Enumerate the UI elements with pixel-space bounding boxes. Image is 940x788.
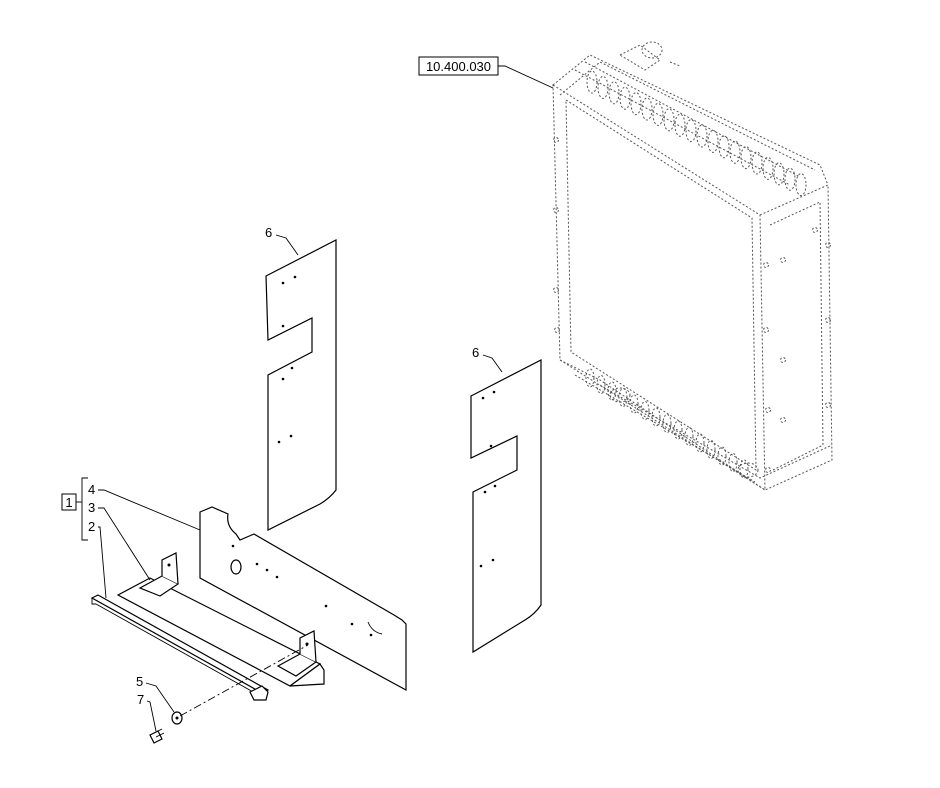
rubber-strip (90, 594, 270, 701)
fin-bump (674, 113, 686, 137)
fin-bump (608, 81, 620, 105)
fin-bump (695, 433, 705, 453)
fin-bump (663, 108, 675, 132)
bolt-head (554, 327, 560, 333)
item-number: 4 (88, 482, 95, 497)
screw (149, 728, 165, 744)
fin-bump (784, 167, 796, 191)
fin-bump (707, 129, 719, 153)
callout-6-right[interactable]: 6 (472, 345, 503, 373)
fin-bump (684, 427, 694, 446)
fin-bump (762, 156, 774, 180)
fin-bump (630, 92, 642, 116)
washer (171, 711, 183, 725)
fin-bump (685, 119, 697, 143)
bolt-head (825, 317, 831, 323)
fin-bump (717, 446, 727, 466)
radiator-bottom-fins (585, 368, 749, 479)
fin-bump (718, 135, 730, 159)
fin-bump (629, 394, 639, 414)
fin-bump (662, 414, 672, 433)
bolt-head (553, 207, 559, 213)
fin-bump (652, 102, 664, 126)
item-number: 7 (137, 692, 144, 707)
fin-bump (740, 146, 752, 170)
seal-panel-right (470, 359, 542, 654)
bolt-head (780, 417, 786, 423)
fin-bump (585, 368, 595, 388)
group-callout[interactable]: 1 (61, 477, 88, 541)
reference-callout[interactable]: 10.400.030 (418, 56, 554, 89)
fin-bump (706, 440, 716, 459)
bolt-head (553, 287, 559, 293)
fin-bump (607, 381, 617, 401)
bolt-head (825, 402, 831, 408)
bolt-head (780, 257, 786, 263)
bolt-head (780, 357, 786, 363)
fin-bump (773, 162, 785, 186)
callout-4[interactable]: 4 (88, 482, 201, 531)
baffle-plate (199, 506, 407, 692)
bolt-head (812, 227, 818, 233)
fin-bump (673, 420, 683, 440)
fin-bump (795, 173, 807, 197)
fin-bump (640, 401, 650, 420)
bolt-head (765, 407, 771, 413)
fin-bump (596, 375, 606, 394)
item-number: 3 (88, 500, 95, 515)
callout-5[interactable]: 5 (136, 674, 175, 713)
item-number: 2 (88, 519, 95, 534)
item-number: 6 (472, 345, 479, 360)
fin-bump (728, 453, 738, 472)
bolt-head (763, 327, 769, 333)
radiator-bolts (553, 137, 831, 473)
fin-bump (729, 140, 741, 164)
seal-panel-left (265, 239, 337, 531)
fin-bump (618, 388, 628, 407)
group-number: 1 (65, 495, 72, 510)
bolt-head (553, 137, 559, 143)
bolt-head (763, 262, 769, 268)
bottom-tray (116, 552, 325, 687)
fin-bump (751, 151, 763, 175)
reference-number: 10.400.030 (426, 59, 491, 74)
callout-7[interactable]: 7 (137, 692, 157, 732)
bolt-head (765, 467, 771, 473)
radiator-top-fins (586, 70, 807, 197)
fin-bump (696, 124, 708, 148)
callout-2[interactable]: 2 (88, 519, 107, 599)
fin-bump (641, 97, 653, 121)
fin-bump (651, 407, 661, 427)
fin-bump (586, 70, 598, 94)
callout-3[interactable]: 3 (88, 500, 151, 581)
item-number: 5 (136, 674, 143, 689)
callout-6-left[interactable]: 6 (265, 225, 299, 256)
radiator-assembly (552, 41, 833, 491)
fin-bump (597, 75, 609, 99)
item-number: 6 (265, 225, 272, 240)
bolt-head (825, 242, 831, 248)
fin-bump (739, 459, 749, 479)
fin-bump (619, 86, 631, 110)
